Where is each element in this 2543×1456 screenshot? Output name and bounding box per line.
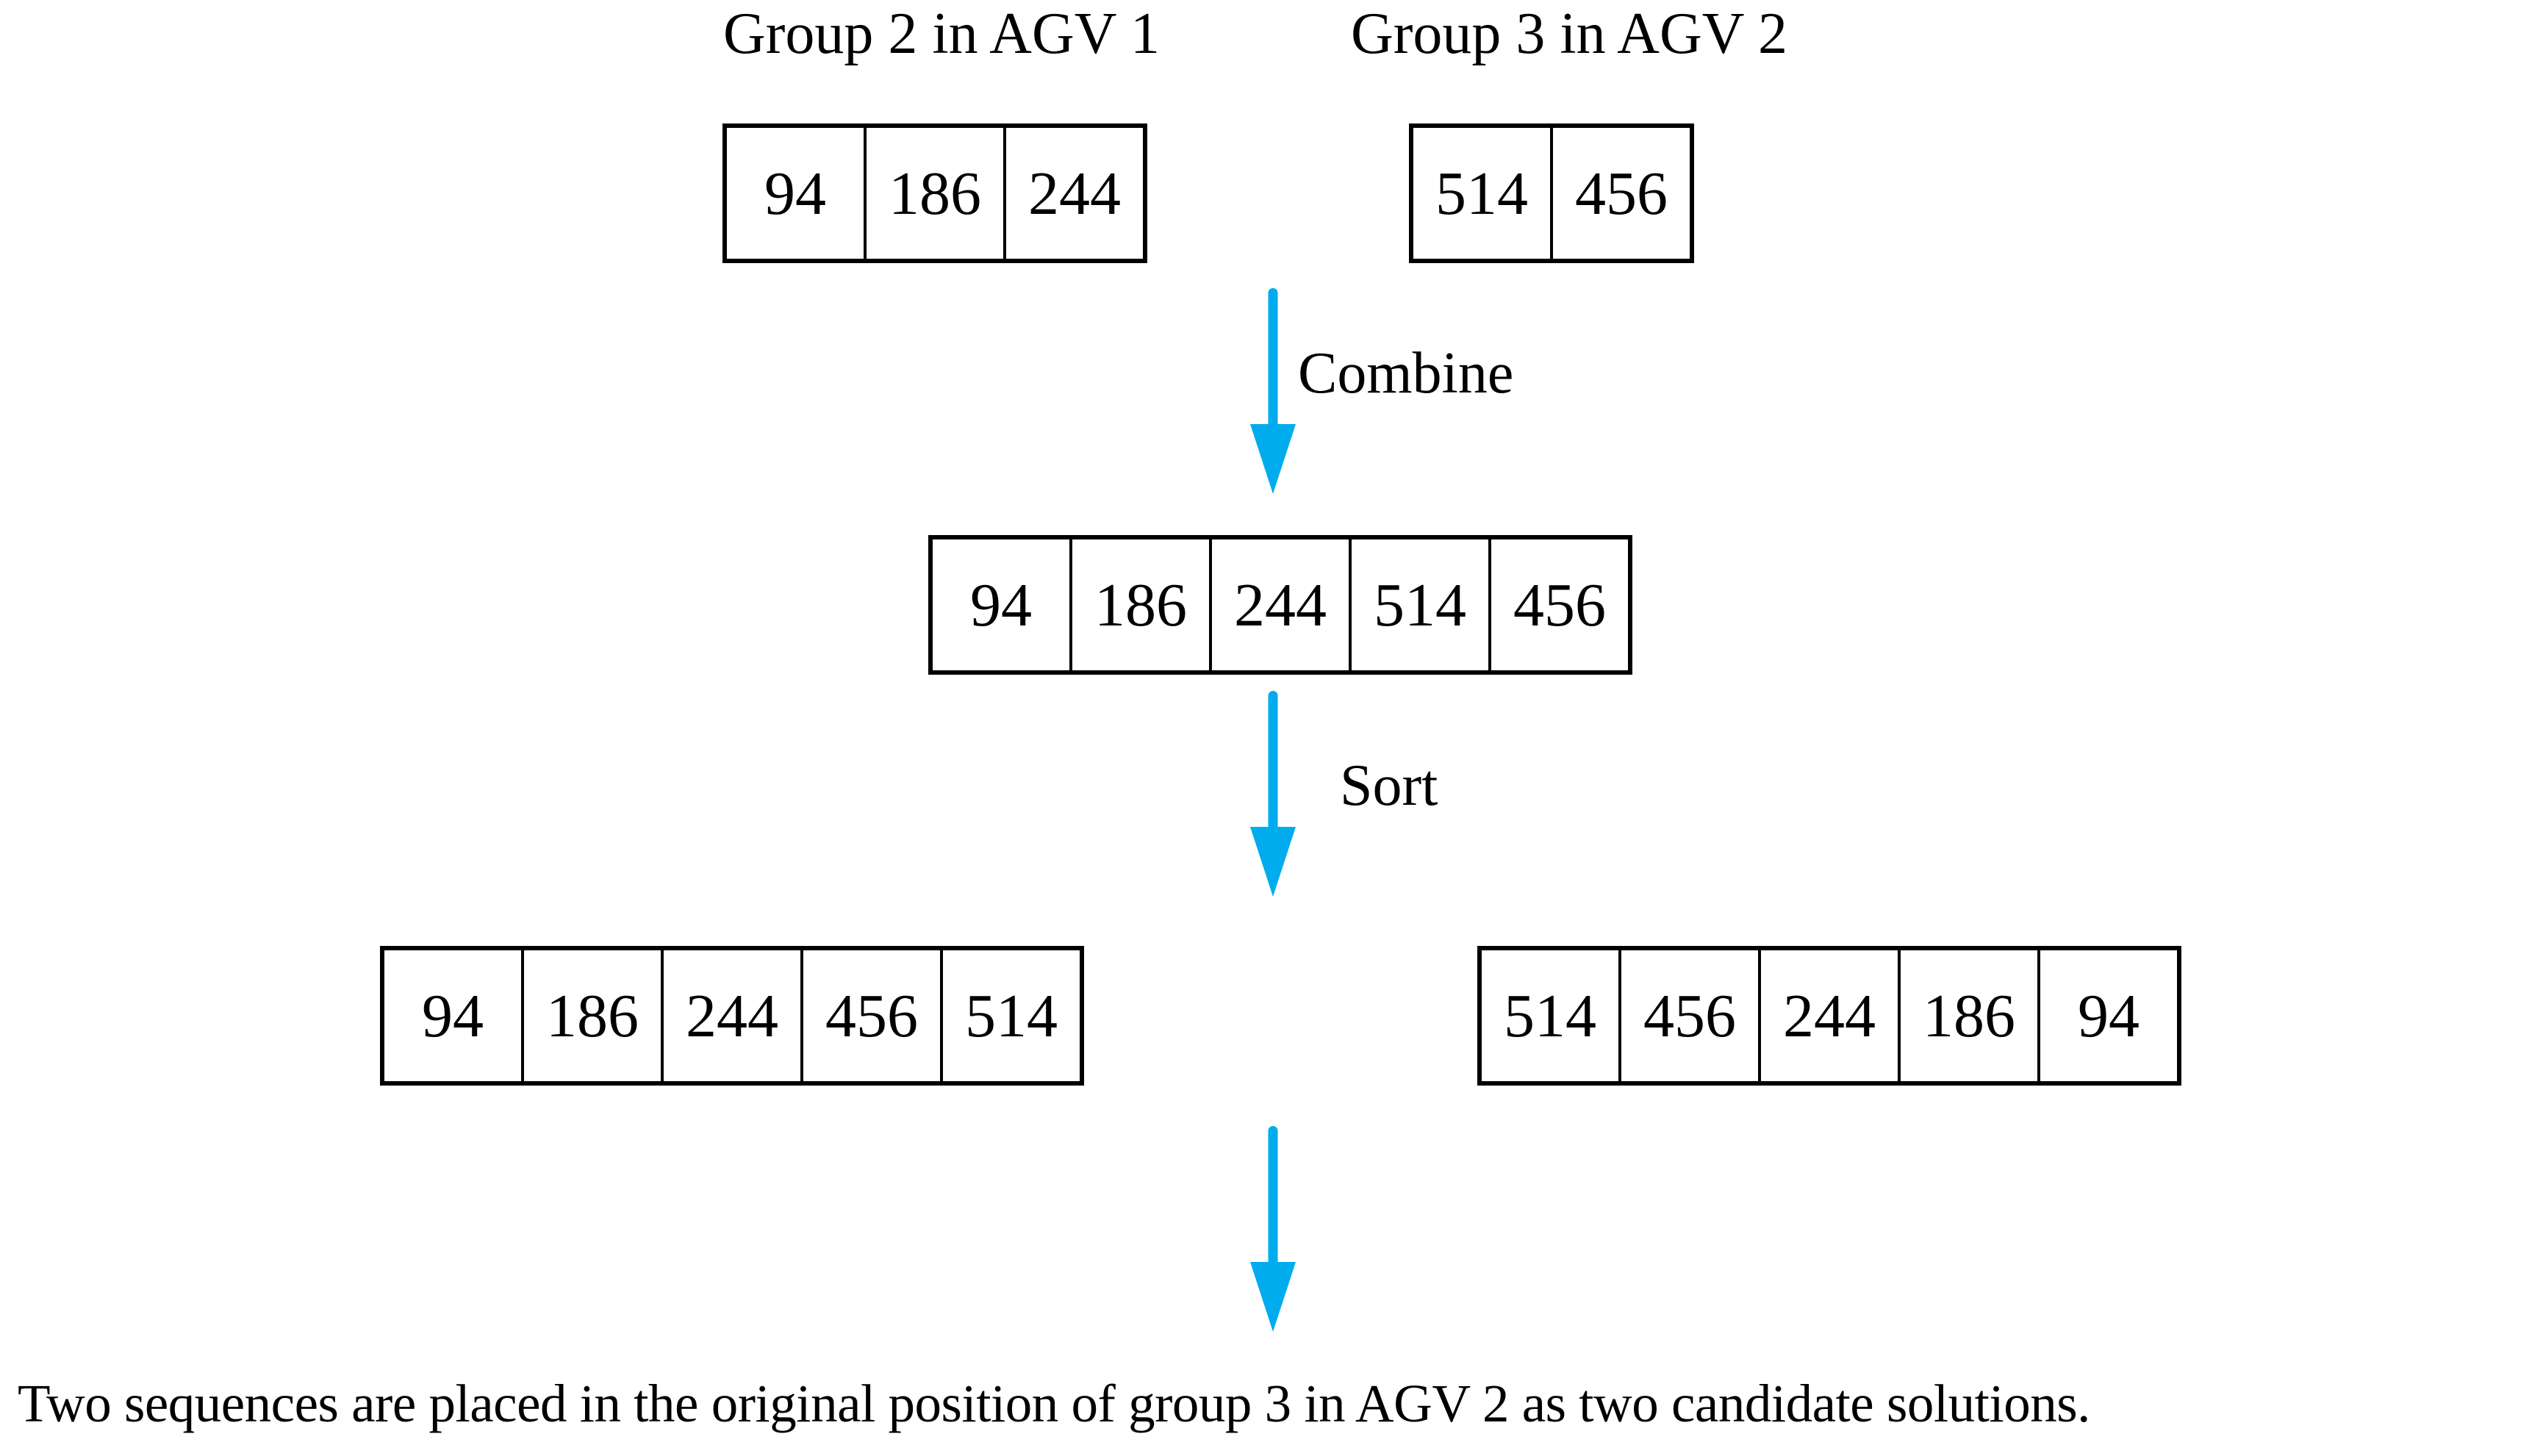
sequence-cell: 186 [524, 950, 664, 1081]
sequence-cell: 94 [933, 539, 1072, 670]
sequence-cell: 94 [2078, 981, 2140, 1050]
group2-title: Group 2 in AGV 1 [722, 1, 1161, 66]
sequence-cell: 244 [1761, 950, 1901, 1081]
arrow-shaft [1268, 691, 1278, 831]
sort-arrow-down-icon [1250, 691, 1296, 897]
sequence-cell: 514 [965, 981, 1058, 1050]
place-arrow-down-icon [1250, 1126, 1296, 1332]
sequence-cell: 456 [803, 950, 943, 1081]
sequence-cell: 244 [1028, 159, 1121, 228]
combine-arrow-down-icon [1250, 288, 1296, 494]
sequence-cell: 186 [1072, 539, 1212, 670]
arrow-head [1250, 424, 1296, 494]
sequence-cell: 94 [727, 128, 867, 259]
arrow-head [1250, 827, 1296, 897]
sort-step-label: Sort [1340, 753, 1438, 818]
sequence-cell: 514 [1352, 539, 1491, 670]
sequence-cell: 514 [1413, 128, 1553, 259]
group3-title: Group 3 in AGV 2 [1350, 1, 1788, 66]
sequence-cell: 456 [1621, 950, 1761, 1081]
combine-step-label: Combine [1298, 341, 1514, 406]
sequence-cell: 456 [1575, 159, 1668, 228]
sequence-cell: 456 [1513, 570, 1606, 639]
sequence-cell: 244 [664, 950, 803, 1081]
arrow-shaft [1268, 288, 1278, 428]
figure-caption: Two sequences are placed in the original… [18, 1374, 2090, 1433]
sequence-cell: 186 [1901, 950, 2040, 1081]
sequence-cell: 244 [1212, 539, 1352, 670]
sequence-cell: 94 [384, 950, 524, 1081]
sequence-cell: 186 [867, 128, 1006, 259]
arrow-shaft [1268, 1126, 1278, 1266]
group3-sequence-box: 514 456 [1409, 123, 1694, 263]
sequence-cell: 514 [1482, 950, 1621, 1081]
arrow-head [1250, 1262, 1296, 1332]
